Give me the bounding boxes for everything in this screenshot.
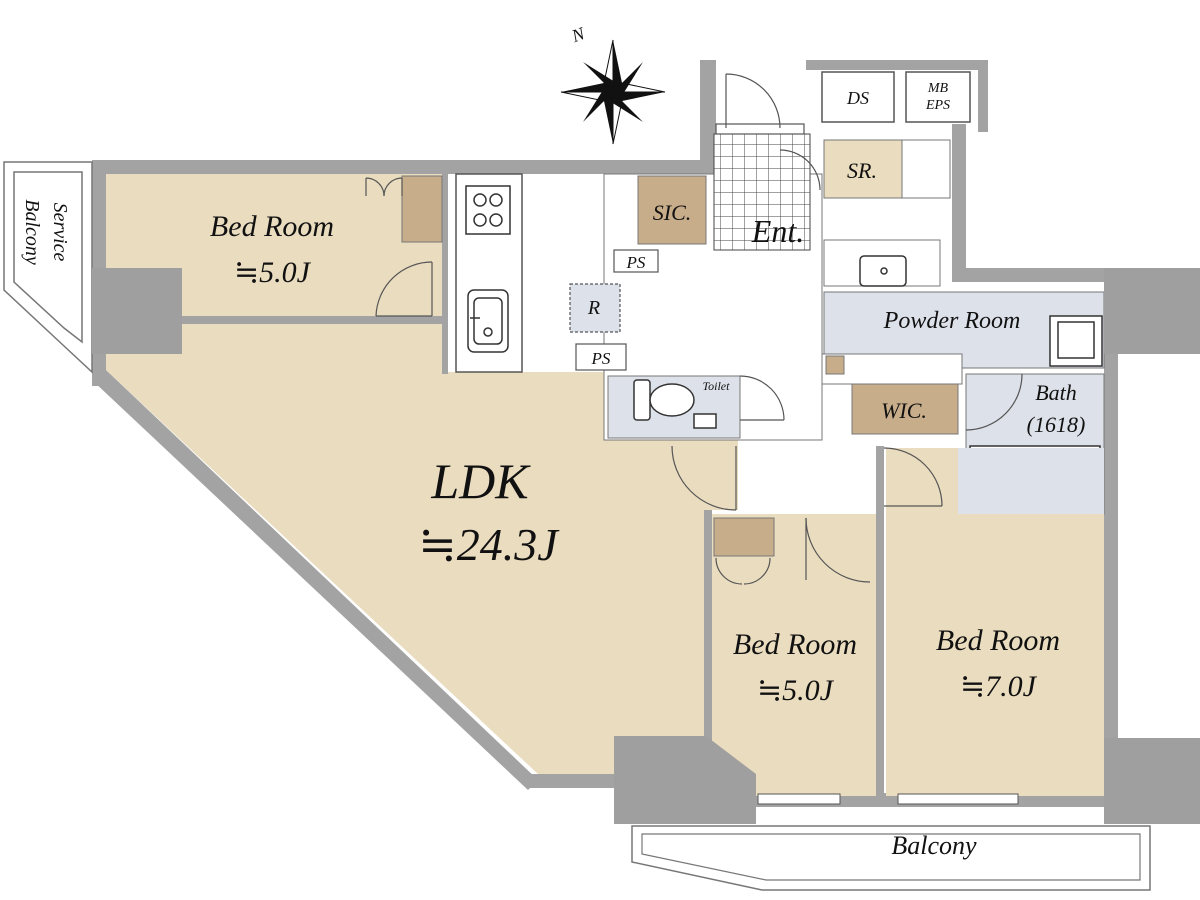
south-windows <box>757 793 1019 805</box>
ldk-name: LDK <box>430 453 531 509</box>
kitchen-sink-icon <box>467 289 509 353</box>
door-ldk <box>671 445 737 511</box>
kitchen-counter <box>455 173 523 373</box>
balcony-inner <box>641 833 1141 881</box>
door-bed1 <box>375 261 433 317</box>
room-wic <box>851 383 959 435</box>
wall-bed2-left <box>704 510 712 796</box>
service-label: Service <box>49 203 71 262</box>
washbasin-icon <box>859 255 907 287</box>
column-se <box>1104 738 1200 824</box>
balcony-label: Balcony <box>891 831 977 860</box>
r-label: R <box>587 297 600 319</box>
compass-icon <box>560 39 666 145</box>
sr-room <box>823 139 903 199</box>
door-bath <box>965 373 1023 431</box>
sink-counter <box>823 239 941 287</box>
refrigerator-space <box>569 283 621 333</box>
bath-label: Bath <box>1035 380 1077 405</box>
door-sr <box>779 149 821 191</box>
toilet-icon <box>633 379 717 429</box>
bed1-name: Bed Room <box>210 210 334 243</box>
ldk-size: ≒24.3J <box>418 519 560 570</box>
eps-label: EPS <box>925 98 950 113</box>
wic-label: WIC. <box>881 398 927 423</box>
bed3-name: Bed Room <box>936 624 1060 657</box>
ps1-box <box>613 249 659 273</box>
bed2-name: Bed Room <box>733 628 857 661</box>
bed3-size: ≒7.0J <box>960 670 1038 703</box>
washer-icon <box>1049 315 1103 367</box>
wic-small <box>825 355 845 375</box>
wall-bed1-right <box>442 174 448 374</box>
service-balcony-label: Balcony <box>21 199 43 265</box>
wic-wall <box>821 353 963 385</box>
column-nw <box>92 268 182 354</box>
balcony <box>631 825 1151 891</box>
wall-bed1 <box>182 316 446 324</box>
door-bed2 <box>805 517 871 583</box>
door-toilet <box>739 375 785 421</box>
powder-label: Powder Room <box>883 308 1021 334</box>
ps2-label: PS <box>591 349 611 368</box>
service-balcony <box>3 161 93 374</box>
bed2-size: ≒5.0J <box>757 674 835 707</box>
bed3-notch <box>958 448 1104 514</box>
sr-shelf <box>901 139 951 199</box>
ds-box <box>821 71 895 123</box>
closet-doors-bed1 <box>365 177 403 197</box>
bath-size-label: (1618) <box>1027 412 1086 437</box>
closet-doors-bed2 <box>715 557 771 585</box>
ent-label: Ent. <box>751 213 804 249</box>
sic-label: SIC. <box>653 200 692 225</box>
ds-label: DS <box>846 88 869 108</box>
compass-label: N <box>568 23 588 47</box>
entrance-door <box>715 73 805 135</box>
ps2-box <box>575 343 627 371</box>
room-bed2 <box>710 514 878 796</box>
sic-closet <box>637 175 707 245</box>
bed1-size: ≒5.0J <box>234 256 312 289</box>
mbeps-box <box>905 71 971 123</box>
toilet-label: Toilet <box>703 379 731 393</box>
wall-bed2-bed3 <box>876 446 884 796</box>
sr-label: SR. <box>847 158 877 183</box>
mb-label: MB <box>927 81 949 96</box>
column-s <box>614 736 756 824</box>
closet-bed1 <box>401 175 443 243</box>
closet-bed2 <box>713 517 775 557</box>
door-bed3 <box>883 447 943 507</box>
ps1-label: PS <box>626 253 646 272</box>
column-ne <box>1104 268 1200 354</box>
stove-icon <box>465 185 511 235</box>
entrance-tiles <box>713 133 811 251</box>
